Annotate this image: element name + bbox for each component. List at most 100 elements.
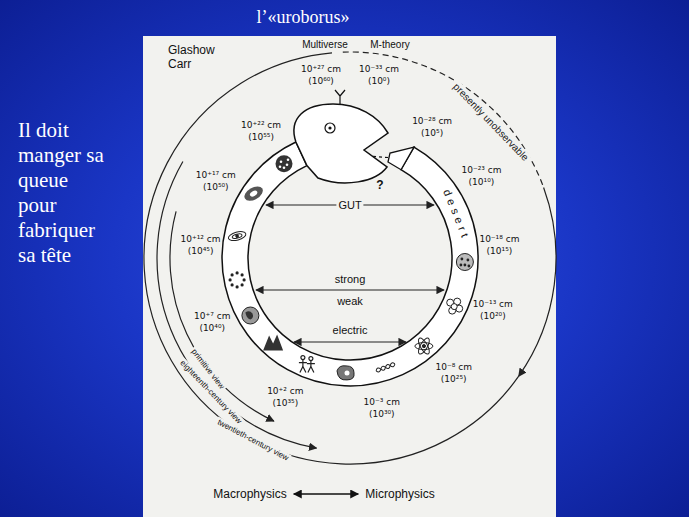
scale-icons	[227, 155, 473, 380]
view-label: twentieth-century view	[214, 416, 292, 463]
strong-weak-arrow	[256, 289, 444, 290]
dna-icon	[375, 362, 395, 373]
scanned-page	[143, 36, 556, 517]
earth-icon	[242, 307, 259, 324]
humans-icon	[309, 357, 313, 361]
scale-power: (10²⁰)	[480, 311, 506, 321]
scale-length: 10⁺⁷ cm	[194, 311, 230, 321]
cell-icon	[337, 366, 354, 380]
scale-length: 10⁻²⁸ cm	[412, 116, 452, 126]
force-arrows	[256, 205, 444, 342]
humans-icon	[299, 360, 307, 373]
author-name: Glashow	[168, 43, 215, 57]
double-arrow	[294, 493, 359, 495]
snake-eye	[325, 123, 335, 133]
disk-galaxy-icon	[232, 233, 243, 239]
star-ring-icon	[236, 271, 239, 274]
theory-label: M-theory	[370, 39, 409, 50]
scale-power: (10¹⁰)	[469, 177, 495, 187]
cluster-icon	[283, 167, 286, 170]
mountain-icon	[263, 335, 283, 351]
nucleus-icon	[467, 259, 470, 262]
nucleus-icon	[460, 264, 463, 267]
outer-arc	[144, 53, 519, 464]
star-ring-icon	[229, 271, 246, 288]
view-arcs	[144, 52, 556, 464]
star-ring-icon	[241, 283, 244, 286]
scale-length: 10⁻³ cm	[364, 397, 400, 407]
scale-node: Macrophysics	[209, 485, 290, 503]
desert-label: desert	[441, 187, 473, 242]
disk-galaxy-icon	[227, 230, 246, 242]
scale-power: (10³⁵)	[272, 398, 298, 408]
scale-length: 10⁺² cm	[267, 386, 303, 396]
scale-length: 10⁺²⁷ cm	[301, 64, 341, 74]
outer-arc	[519, 188, 556, 377]
scale-node: Microphysics	[361, 485, 438, 503]
theory-label: Multiverse	[302, 39, 348, 50]
scale-length: 10⁺²² cm	[241, 120, 281, 130]
cluster-icon	[276, 155, 293, 172]
scale-length: 10⁻²³ cm	[461, 165, 501, 175]
nucleus-icon	[464, 264, 467, 267]
author-name: Carr	[168, 57, 191, 71]
question-mark: ?	[376, 178, 383, 192]
star-ring-icon	[231, 273, 234, 276]
snake-tongue	[335, 90, 345, 104]
dna-icon	[375, 362, 395, 373]
cluster-icon	[287, 159, 290, 162]
electric-arrow	[294, 341, 406, 342]
atom-icon	[416, 337, 431, 356]
node-text: Microphysics	[365, 487, 434, 501]
galaxy-icon	[242, 183, 265, 203]
force-label: weak	[335, 295, 365, 307]
star-ring-icon	[241, 273, 244, 276]
node-text: Macrophysics	[213, 487, 286, 501]
cluster-icon	[286, 164, 289, 167]
nucleus-icon	[456, 254, 473, 271]
galaxy-icon	[249, 189, 258, 197]
humans-icon	[301, 356, 305, 360]
disk-galaxy-icon	[227, 230, 246, 242]
scale-length: 10⁻¹⁸ cm	[479, 234, 519, 244]
nucleus-icon	[461, 258, 464, 261]
dna-icon	[375, 362, 395, 373]
scale-power: (10¹⁵)	[487, 246, 513, 256]
scale-power: (10⁴⁵)	[188, 246, 214, 256]
star-ring-icon	[243, 278, 246, 281]
scale-power: (10⁵⁵)	[248, 132, 274, 142]
galaxy-icon	[242, 183, 265, 203]
scale-power: (10⁵)	[421, 128, 443, 138]
primitive-arc	[170, 211, 274, 421]
mountain-icon	[263, 335, 283, 351]
scale-power: (10⁴⁰)	[199, 323, 225, 333]
scale-power: (10⁵⁰)	[203, 182, 229, 192]
nucleus-icon	[468, 265, 471, 268]
scale-power: (10²⁵)	[441, 374, 467, 384]
star-ring-icon	[231, 283, 234, 286]
star-ring-icon	[229, 278, 232, 281]
scale-length: 10⁻³³ cm	[359, 64, 399, 74]
star-ring-icon	[236, 285, 239, 288]
humans-icon	[307, 361, 315, 373]
force-label: strong	[333, 273, 368, 285]
atom-icon	[416, 337, 431, 356]
slide-title: l’«uroborus»	[257, 7, 350, 28]
disk-galaxy-icon	[236, 235, 239, 238]
scale-length: 10⁻¹³ cm	[473, 299, 513, 309]
atom-icon	[415, 343, 433, 350]
earth-icon	[245, 311, 253, 319]
scale-power: (10⁰)	[368, 76, 390, 86]
cell-icon	[345, 370, 350, 375]
scale-length: 10⁻⁸ cm	[436, 362, 472, 372]
cluster-icon	[276, 155, 293, 172]
cell-icon	[337, 366, 354, 380]
force-label: GUT	[336, 199, 363, 211]
cluster-icon	[279, 166, 282, 169]
force-label: electric	[331, 324, 370, 336]
cluster-icon	[280, 161, 283, 164]
humans-icon	[299, 356, 315, 373]
molecule-icon	[451, 304, 457, 310]
